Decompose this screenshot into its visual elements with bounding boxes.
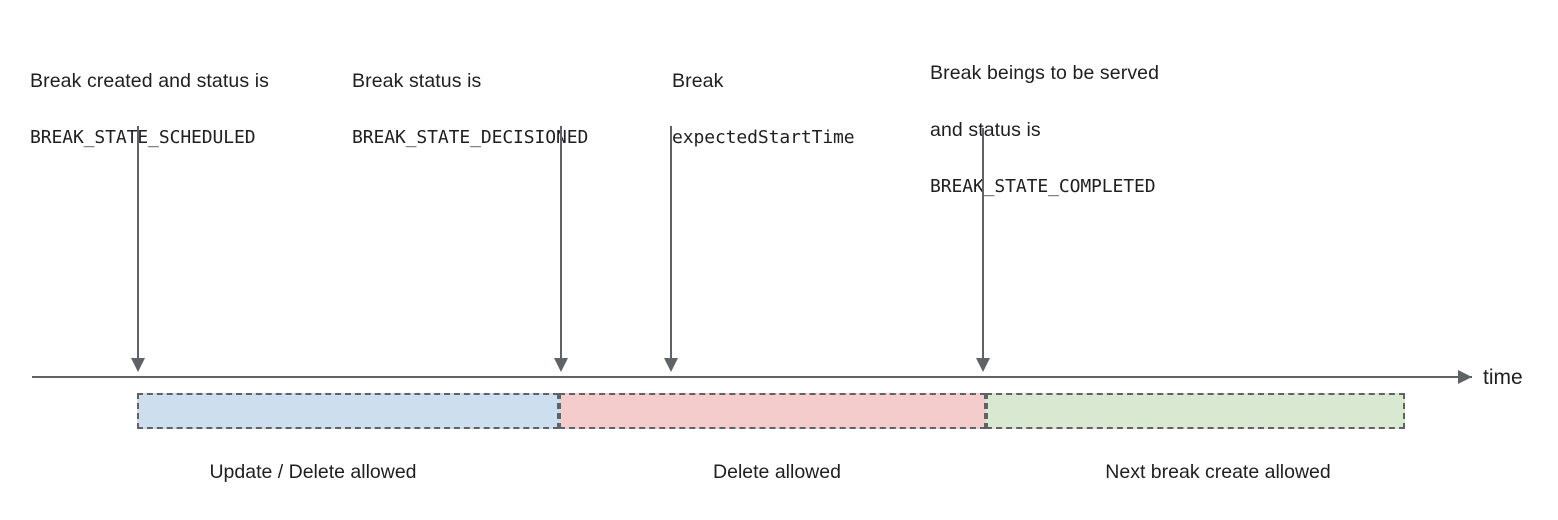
- arrow-head-icon: [554, 358, 568, 372]
- annotation-line-1: Break created and status is: [30, 69, 269, 92]
- annotation-break-decisioned: Break status is BREAK_STATE_DECISIONED: [352, 38, 588, 181]
- annotation-line-1: Break: [672, 69, 724, 92]
- arrow-shaft: [137, 126, 139, 358]
- time-axis-line: [32, 376, 1472, 378]
- arrow-shaft: [560, 126, 562, 358]
- arrow-head-icon: [664, 358, 678, 372]
- event-arrow-created: [131, 126, 145, 372]
- annotation-line-2: and status is: [930, 118, 1041, 141]
- phase-bar-decisioned: [559, 393, 986, 429]
- annotation-line-2: expectedStartTime: [672, 126, 855, 148]
- annotation-break-created: Break created and status is BREAK_STATE_…: [30, 38, 269, 181]
- phase-caption-scheduled: Update / Delete allowed: [209, 461, 417, 483]
- event-arrow-expected-start-time: [664, 126, 678, 372]
- arrow-shaft: [982, 128, 984, 358]
- annotation-line-1: Break beings to be served: [930, 61, 1160, 84]
- time-axis-arrow-head-icon: [1458, 370, 1472, 384]
- event-arrow-decisioned: [554, 126, 568, 372]
- annotation-line-2: BREAK_STATE_DECISIONED: [352, 126, 589, 148]
- annotation-line-3: BREAK_STATE_COMPLETED: [930, 175, 1156, 197]
- annotation-break-served: Break beings to be served and status is …: [930, 30, 1159, 230]
- annotation-break-expected-start-time: Break expectedStartTime: [672, 38, 855, 181]
- annotation-line-1: Break status is: [352, 69, 482, 92]
- annotation-line-2: BREAK_STATE_SCHEDULED: [30, 126, 256, 148]
- phase-bar-completed: [986, 393, 1405, 429]
- phase-caption-completed: Next break create allowed: [1105, 461, 1331, 483]
- event-arrow-served: [976, 128, 990, 372]
- arrow-head-icon: [131, 358, 145, 372]
- phase-caption-decisioned: Delete allowed: [713, 461, 841, 483]
- time-axis-label: time: [1483, 366, 1523, 389]
- arrow-shaft: [670, 126, 672, 358]
- phase-bar-scheduled: [137, 393, 559, 429]
- arrow-head-icon: [976, 358, 990, 372]
